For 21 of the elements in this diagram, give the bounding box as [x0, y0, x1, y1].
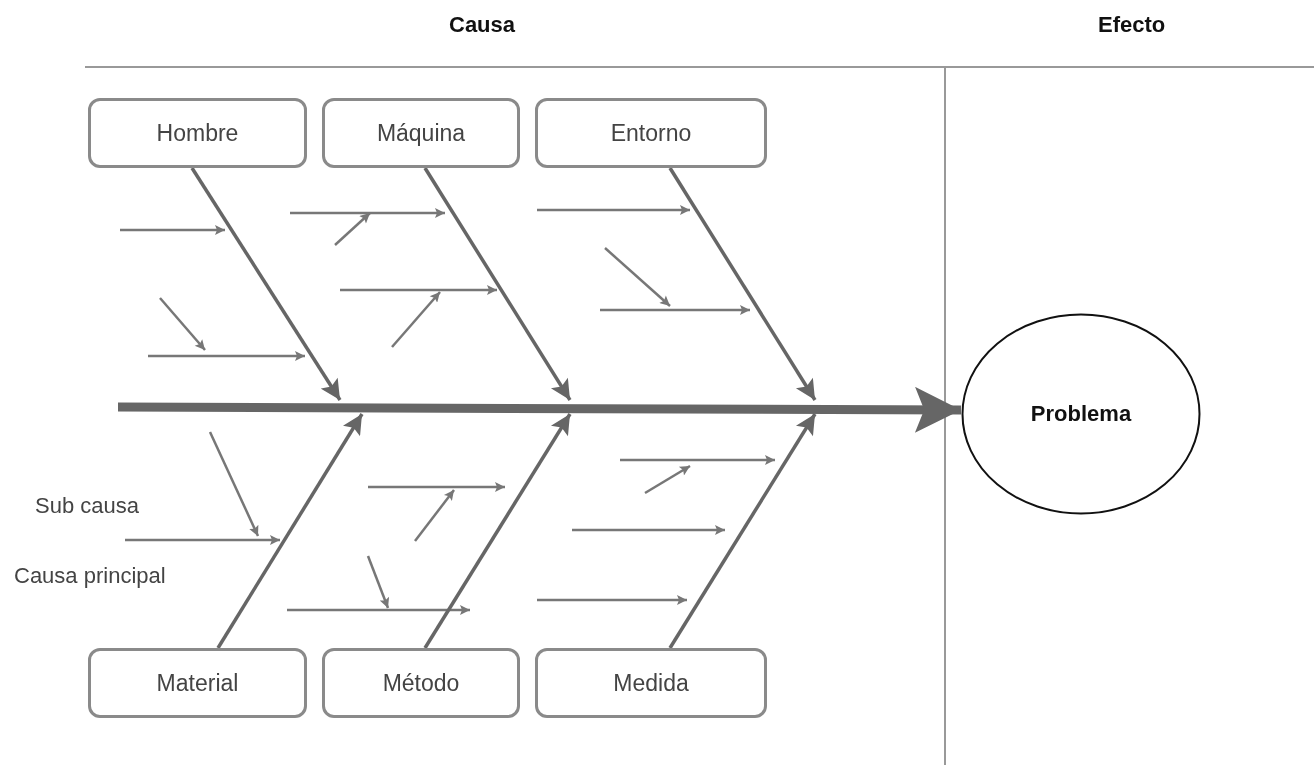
- spine-arrow: [118, 386, 961, 433]
- category-label: Máquina: [376, 119, 466, 147]
- bone-arrow: [668, 167, 817, 401]
- category-box: [322, 648, 520, 718]
- bone-arrow: [668, 413, 817, 649]
- category-label: Hombre: [156, 119, 239, 147]
- category-label: Medida: [613, 669, 689, 697]
- category-label: Material: [156, 669, 239, 697]
- problem-label: Problema: [1030, 401, 1132, 427]
- category-box: [88, 98, 307, 168]
- bone-arrow: [423, 167, 572, 401]
- category-box: [322, 98, 520, 168]
- problem-ellipse: [961, 313, 1201, 515]
- category-box: [88, 648, 307, 718]
- category-box: [535, 98, 767, 168]
- bone-arrow: [423, 413, 572, 649]
- bone-arrow: [216, 413, 364, 649]
- category-label: Entorno: [610, 119, 692, 147]
- category-label: Método: [382, 669, 460, 697]
- bone-arrow: [190, 167, 342, 401]
- category-box: [535, 648, 767, 718]
